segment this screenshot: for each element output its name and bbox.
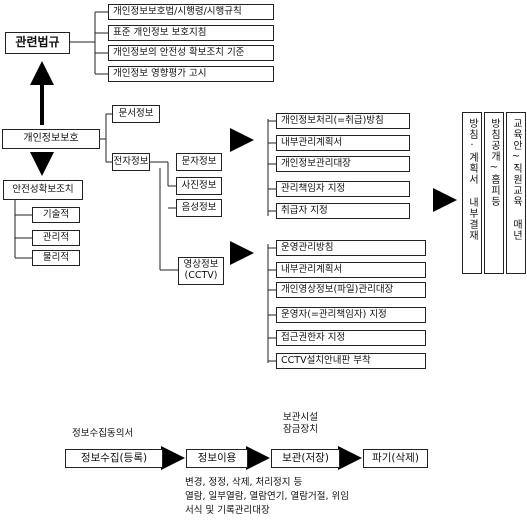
doc-task: 개인정보처리(=취급)방침 — [276, 113, 410, 129]
law-item: 개인정보의 안전성 확보조치 기준 — [108, 45, 274, 61]
usage-note: 열람, 일부열람, 열람연기, 열람거절, 위임 — [185, 491, 349, 502]
electronic-item: 음성정보 — [176, 199, 222, 217]
doc-task: 개인정보관리대장 — [276, 156, 410, 172]
video-info: 영상정보 (CCTV) — [178, 257, 224, 285]
output-training: 교육안~직원교육 매년 — [506, 112, 526, 274]
doc-task: 내부관리계획서 — [276, 135, 410, 151]
safety-item: 기술적 — [32, 207, 80, 223]
output-disclosure: 방침공개~홈피등 — [484, 112, 504, 274]
storage-label: 보관시설 잠금장치 — [283, 412, 318, 436]
flow-step-use: 정보이용 — [186, 449, 248, 468]
root-node: 개인정보보호 — [2, 129, 100, 149]
doc-task: 관리책임자 지정 — [276, 181, 410, 197]
video-task: 운영관리방침 — [276, 240, 426, 256]
safety-item: 물리적 — [32, 250, 80, 266]
document-info: 문서정보 — [112, 105, 160, 123]
flow-step-store: 보관(저장) — [271, 449, 340, 468]
usage-note: 변경, 정정, 삭제, 처리정지 등 — [185, 477, 303, 488]
consent-label: 정보수집동의서 — [72, 428, 134, 439]
flow-step-collect: 정보수집(등록) — [65, 449, 163, 468]
video-task: 개인영상정보(파일)관리대장 — [276, 282, 426, 298]
doc-task: 취급자 지정 — [276, 203, 410, 219]
video-task: 운영자(=관리책임자) 지정 — [276, 307, 426, 323]
law-item: 개인정보 영향평가 고시 — [108, 66, 274, 82]
law-item: 개인정보보호법/시행령/시행규칙 — [108, 4, 274, 20]
video-task: CCTV설치안내판 부착 — [276, 353, 426, 369]
video-task: 접근권한자 지정 — [276, 330, 426, 346]
video-info-sub: (CCTV) — [184, 270, 218, 281]
flow-step-destroy: 파기(삭제) — [363, 449, 428, 468]
electronic-info: 전자정보 — [112, 153, 150, 171]
video-info-label: 영상정보 — [183, 259, 219, 271]
output-approval: 방침·계획서 내부결재 — [462, 112, 482, 274]
laws-title: 관련법규 — [5, 32, 70, 54]
safety-item: 관리적 — [32, 230, 80, 246]
electronic-item: 사진정보 — [176, 177, 222, 195]
safety-title: 안전성확보조치 — [3, 180, 83, 200]
law-item: 표준 개인정보 보호지침 — [108, 25, 274, 41]
electronic-item: 문자정보 — [176, 153, 222, 171]
usage-note: 서식 및 기록관리대장 — [185, 505, 270, 516]
video-task: 내부관리계획서 — [276, 262, 426, 278]
